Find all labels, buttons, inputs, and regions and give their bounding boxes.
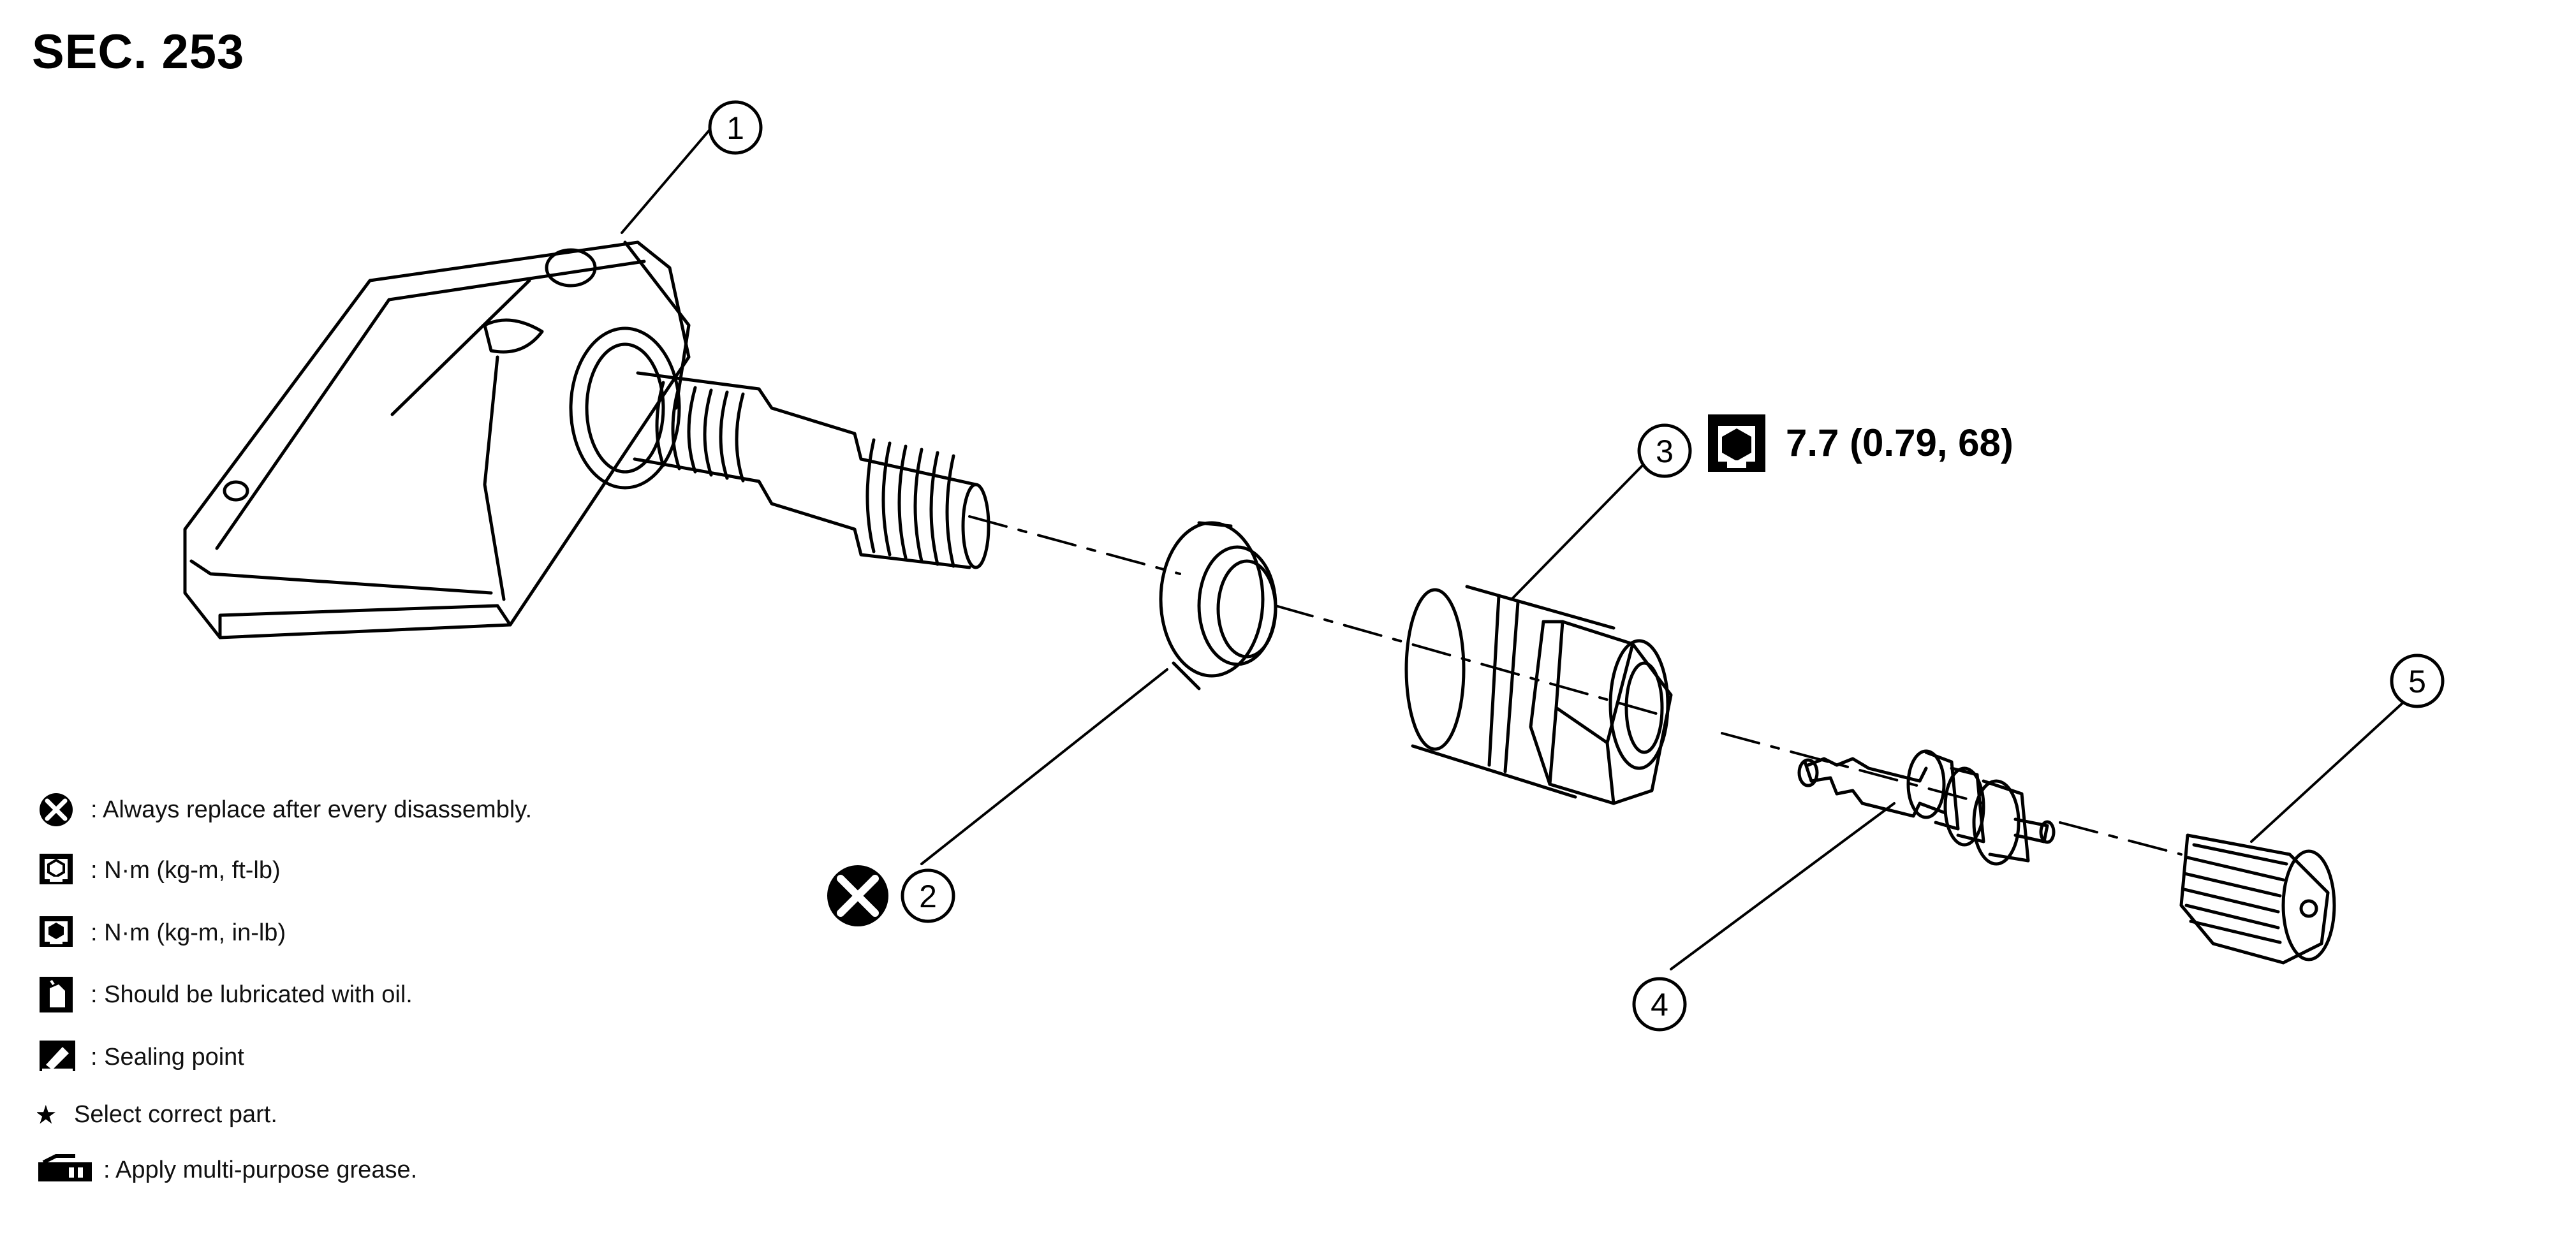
- legend-text: : Apply multi-purpose grease.: [103, 1156, 418, 1183]
- legend-row-select-part: Select correct part.: [37, 1095, 277, 1134]
- leader-line-2: [920, 668, 1168, 865]
- legend-row-grease: : Apply multi-purpose grease.: [37, 1151, 417, 1189]
- star-icon: [37, 1104, 55, 1124]
- legend-text: : Always replace after every disassembly…: [91, 796, 533, 823]
- valve-nut: [1404, 585, 1673, 805]
- torque-wrench-icon: [1708, 414, 1765, 472]
- torque-in-lb-icon: [40, 916, 73, 947]
- legend-row-replace: : Always replace after every disassembly…: [37, 791, 532, 829]
- leader-line-4: [1670, 802, 1895, 970]
- legend-text: : N·m (kg-m, ft-lb): [91, 856, 281, 884]
- callout-number-3: 3: [1656, 434, 1674, 469]
- replace-icon: [40, 793, 73, 826]
- grease-icon: [38, 1154, 92, 1181]
- callout-circle-5: [2390, 654, 2445, 708]
- leader-line-3: [1510, 455, 1653, 601]
- callout-number-5: 5: [2408, 664, 2426, 699]
- valve-cap: [2179, 833, 2336, 965]
- callout-number-1: 1: [726, 110, 744, 146]
- callout-circle-1: [708, 100, 763, 155]
- callout-circle-3: [1637, 423, 1692, 478]
- sealing-icon: [40, 1041, 75, 1071]
- callout-circle-2: [901, 868, 955, 923]
- section-title: SEC. 253: [32, 25, 245, 79]
- legend-row-torque-in-lb: : N·m (kg-m, in-lb): [37, 914, 286, 952]
- leader-line-1: [621, 123, 716, 234]
- oil-icon: [40, 977, 73, 1012]
- leader-line-5: [2250, 700, 2406, 843]
- callout-circle-4: [1632, 977, 1687, 1032]
- legend-row-torque-ft-lb: : N·m (kg-m, ft-lb): [37, 851, 281, 889]
- center-axis-line: [968, 515, 2182, 856]
- torque-ft-lb-icon: [40, 854, 73, 884]
- legend-text: : N·m (kg-m, in-lb): [91, 919, 286, 946]
- replace-icon: [827, 865, 888, 926]
- legend-row-sealing: : Sealing point: [37, 1038, 244, 1076]
- torque-spec: 7.7 (0.79, 68): [1786, 421, 2013, 464]
- legend-text: Select correct part.: [74, 1100, 277, 1128]
- grommet-seal: [1159, 521, 1277, 691]
- callout-number-4: 4: [1651, 987, 1668, 1023]
- legend-text: : Sealing point: [91, 1043, 244, 1071]
- valve-core: [1797, 749, 2056, 866]
- callout-number-2: 2: [919, 879, 937, 914]
- legend-row-oil: : Should be lubricated with oil.: [37, 976, 413, 1014]
- tpms-sensor: [183, 240, 990, 639]
- legend-text: : Should be lubricated with oil.: [91, 981, 413, 1008]
